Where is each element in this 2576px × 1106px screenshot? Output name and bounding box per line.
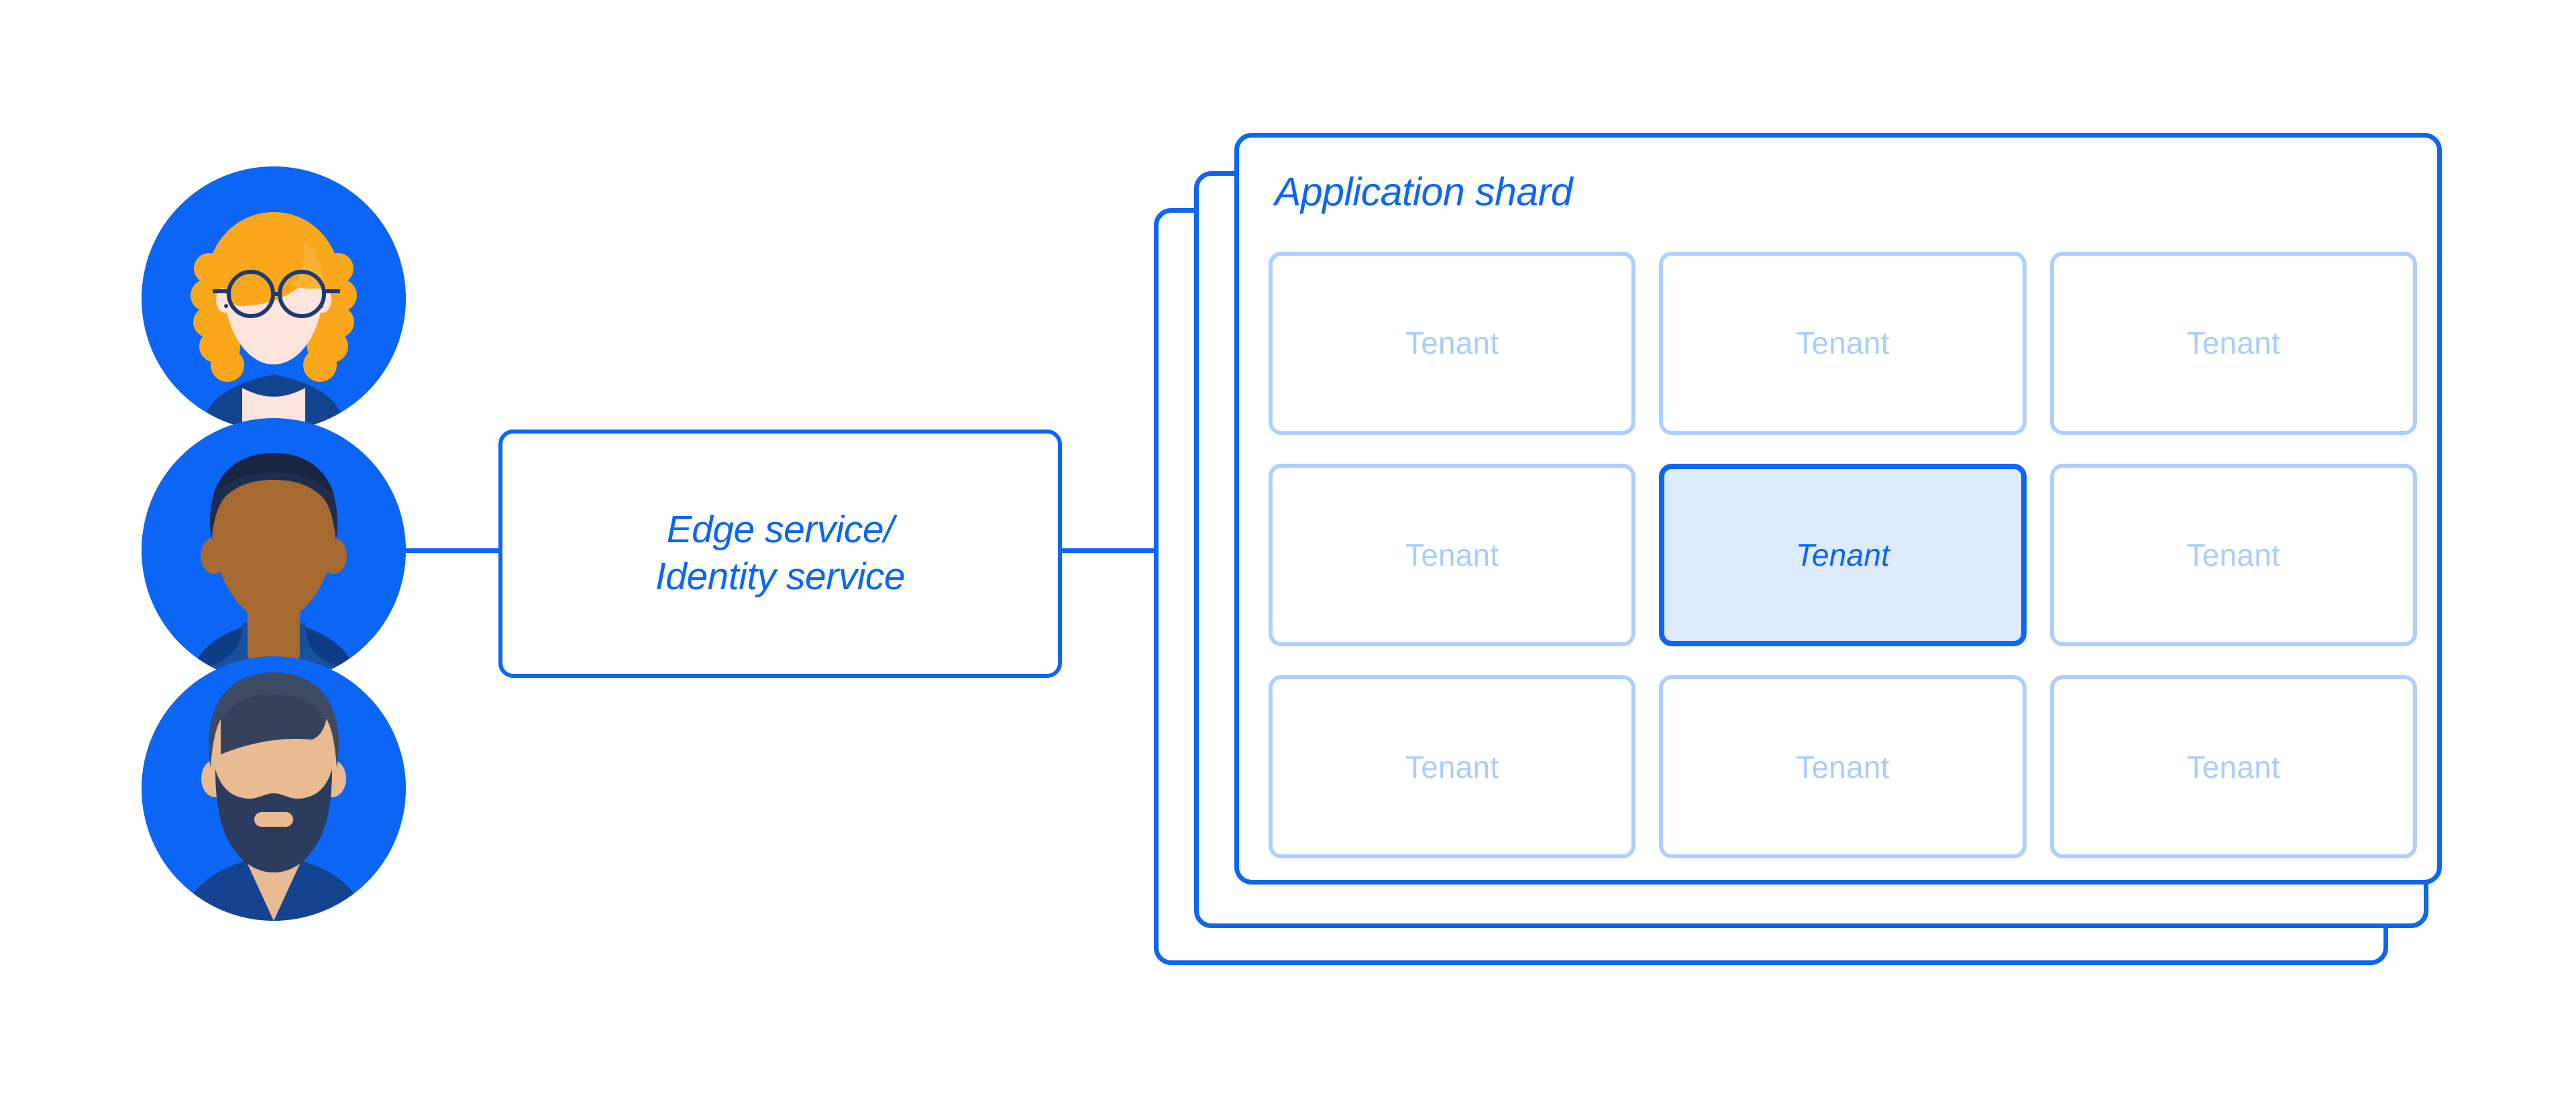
tenant-label: Tenant [1405, 537, 1499, 572]
edge-service-line-1: Edge service/ [666, 508, 894, 552]
avatar-man-beard-art [142, 656, 406, 921]
tenant-label: Tenant [1405, 749, 1499, 785]
tenant-label: Tenant [2186, 749, 2280, 785]
tenant-cell[interactable]: Tenant [1659, 675, 2027, 858]
avatar-man-short-hair [142, 418, 406, 683]
edge-service-line-2: Identity service [655, 555, 906, 598]
tenant-label: Tenant [1405, 325, 1499, 361]
tenant-cell[interactable]: Tenant [2049, 252, 2417, 435]
tenant-label: Tenant [1796, 749, 1890, 785]
avatar-woman-glasses-art [142, 166, 406, 431]
tenant-label: Tenant [2186, 537, 2280, 572]
tenant-cell[interactable]: Tenant [2049, 675, 2417, 858]
connector-edge-service-to-shards [1060, 548, 1158, 553]
avatar-man-short-hair-art [142, 418, 406, 683]
tenant-label: Tenant [1796, 325, 1890, 361]
application-shard-title: Application shard [1275, 170, 1573, 214]
tenant-label: Tenant [1795, 537, 1890, 572]
tenant-cell[interactable]: Tenant [1269, 675, 1636, 858]
avatar-man-beard [142, 656, 406, 921]
tenant-label: Tenant [2186, 325, 2280, 361]
tenant-cell[interactable]: Tenant [1659, 252, 2027, 435]
tenant-cell-active[interactable]: Tenant [1659, 463, 2027, 647]
connector-users-to-edge-service [403, 548, 502, 553]
tenant-cell[interactable]: Tenant [1269, 252, 1636, 435]
edge-service-label: Edge service/Identity service [655, 507, 906, 600]
tenant-cell[interactable]: Tenant [1269, 463, 1636, 647]
avatar-woman-glasses [142, 166, 406, 431]
tenant-cell[interactable]: Tenant [2049, 463, 2417, 647]
edge-service-box[interactable]: Edge service/Identity service [498, 430, 1062, 678]
